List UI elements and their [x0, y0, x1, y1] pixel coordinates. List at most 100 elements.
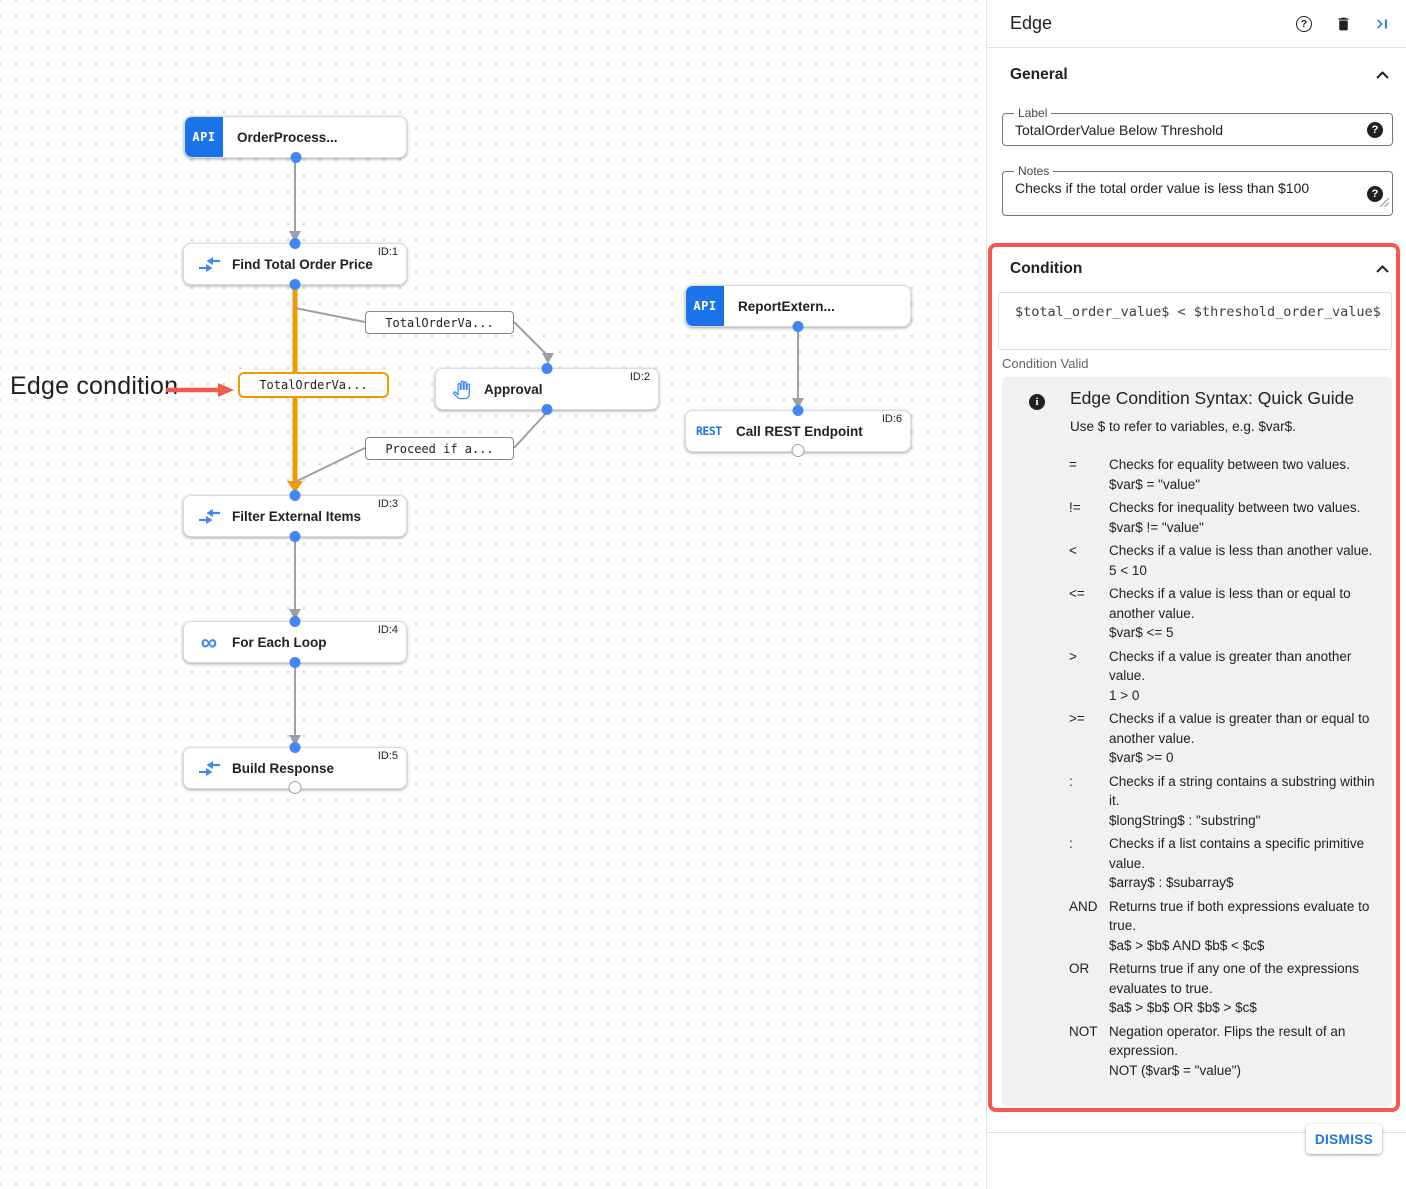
- node-find-total-order-price[interactable]: Find Total Order Price ID:1: [183, 238, 407, 290]
- node-id-badge: ID:5: [377, 750, 398, 762]
- section-condition-header[interactable]: Condition: [1010, 260, 1389, 278]
- node-label: Filter External Items: [232, 508, 362, 524]
- guide-row-description: Checks if a string contains a substring …: [1109, 773, 1375, 809]
- guide-row: <=Checks if a value is less than or equa…: [1002, 584, 1388, 643]
- edge-handle[interactable]: [289, 657, 301, 668]
- condition-input[interactable]: $total_order_value$ < $threshold_order_v…: [998, 292, 1392, 350]
- guide-row-description: Checks if a list contains a specific pri…: [1109, 836, 1365, 871]
- edge-handle[interactable]: [541, 363, 553, 374]
- dismiss-button[interactable]: DISMISS: [1306, 1124, 1382, 1154]
- guide-row-operator: :: [1069, 773, 1073, 789]
- label-field-value[interactable]: TotalOrderValue Below Threshold: [1015, 122, 1224, 138]
- edge-handle[interactable]: [289, 490, 301, 501]
- node-id-badge: ID:1: [377, 246, 398, 258]
- label-field[interactable]: Label TotalOrderValue Below Threshold ?: [1002, 106, 1393, 146]
- condition-status: Condition Valid: [1002, 356, 1089, 371]
- node-label: Call REST Endpoint: [736, 423, 863, 439]
- guide-row-example: NOT ($var$ = "value"): [1109, 1062, 1242, 1078]
- collapse-panel-icon[interactable]: [1372, 14, 1392, 34]
- info-icon: i: [1029, 394, 1045, 410]
- guide-row: AND Returns true if both expressions eval…: [1002, 897, 1388, 956]
- guide-row-operator: <: [1069, 543, 1077, 558]
- guide-row: <Checks if a value is less than another …: [1002, 541, 1388, 580]
- guide-row-example: $array$ : $subarray$: [1109, 875, 1234, 890]
- edge-terminal[interactable]: [791, 444, 805, 457]
- label-help-badge[interactable]: ?: [1367, 122, 1383, 138]
- guide-row: : Checks if a string contains a substring…: [1002, 772, 1388, 831]
- api-trigger-icon: API: [686, 286, 724, 326]
- chevron-up-icon[interactable]: [1376, 260, 1389, 278]
- node-report-extern-trigger[interactable]: API ReportExtern...: [685, 285, 911, 332]
- guide-row-example: $var$ != "value": [1109, 519, 1204, 535]
- node-call-rest-endpoint[interactable]: REST Call REST Endpoint ID:6: [685, 405, 911, 457]
- guide-row-operator: AND: [1069, 898, 1098, 914]
- guide-row-description: Returns true if both expressions evaluat…: [1109, 898, 1370, 934]
- edge-handle[interactable]: [290, 152, 301, 163]
- edge-label-proceed[interactable]: Proceed if a...: [365, 437, 514, 460]
- guide-row-description: Checks for inequality between two values…: [1109, 500, 1361, 515]
- guide-row-description: Returns true if any one of the expressio…: [1109, 961, 1359, 996]
- node-approval[interactable]: Approval ID:2: [435, 363, 659, 415]
- edge-handle[interactable]: [792, 405, 804, 416]
- node-id-badge: ID:4: [377, 624, 398, 636]
- data-mapping-icon: [196, 760, 222, 776]
- guide-row-description: Checks for equality between two values.: [1109, 457, 1350, 472]
- edge-handle[interactable]: [289, 742, 301, 753]
- edge-handle[interactable]: [792, 321, 804, 332]
- node-label: OrderProcess...: [237, 129, 338, 145]
- node-label: Approval: [484, 381, 543, 397]
- notes-help-badge[interactable]: ?: [1367, 186, 1383, 202]
- edge-label-totalordervalue-selected[interactable]: TotalOrderVa...: [238, 372, 389, 398]
- guide-row: !=Checks for inequality between two valu…: [1002, 498, 1388, 537]
- node-label: For Each Loop: [232, 634, 327, 650]
- node-build-response[interactable]: Build Response ID:5: [183, 742, 407, 794]
- guide-row-operator: <=: [1069, 586, 1085, 601]
- guide-row: >=Checks if a value is greater than or e…: [1002, 709, 1388, 768]
- edge-config-panel: Edge ? General Label TotalOrderValue Bel…: [986, 0, 1406, 1189]
- rest-icon: REST: [696, 424, 722, 438]
- node-filter-external-items[interactable]: Filter External Items ID:3: [183, 490, 407, 542]
- workflow-canvas[interactable]: API OrderProcess... Find Total Order Pri…: [0, 0, 978, 1189]
- guide-row: >Checks if a value is greater than anoth…: [1002, 647, 1388, 706]
- guide-row-operator: :: [1069, 836, 1073, 851]
- guide-row: : Checks if a list contains a specific pr…: [1002, 834, 1388, 893]
- edge-handle[interactable]: [289, 279, 301, 290]
- guide-row-description: Negation operator. Flips the result of a…: [1109, 1023, 1346, 1059]
- help-icon[interactable]: ?: [1294, 14, 1314, 34]
- panel-title: Edge: [1010, 13, 1053, 33]
- section-general-title: General: [1010, 66, 1068, 83]
- guide-row-description: Checks if a value is greater than anothe…: [1109, 648, 1352, 684]
- approval-hand-icon: [448, 379, 474, 400]
- notes-field[interactable]: Notes Checks if the total order value is…: [1002, 164, 1393, 216]
- notes-field-value[interactable]: Checks if the total order value is less …: [1015, 180, 1310, 196]
- edge-handle[interactable]: [289, 531, 301, 542]
- guide-row-operator: OR: [1069, 961, 1090, 976]
- resize-grip-icon[interactable]: [1379, 194, 1390, 212]
- guide-row-operator: =: [1069, 457, 1077, 472]
- edge-terminal[interactable]: [288, 781, 302, 794]
- edge-label-totalordervalue-top[interactable]: TotalOrderVa...: [365, 311, 514, 334]
- edge-handle[interactable]: [289, 238, 301, 249]
- guide-row-example: $var$ >= 0: [1109, 750, 1174, 765]
- delete-icon[interactable]: [1333, 14, 1353, 34]
- guide-row-example: 5 < 10: [1109, 562, 1147, 578]
- node-id-badge: ID:3: [377, 498, 398, 510]
- guide-title: Edge Condition Syntax: Quick Guide: [1070, 388, 1355, 408]
- condition-expression[interactable]: $total_order_value$ < $threshold_order_v…: [1015, 304, 1381, 320]
- guide-row-example: $a$ > $b$ AND $b$ < $c$: [1109, 937, 1265, 953]
- guide-row-operator: >=: [1069, 711, 1085, 726]
- edge-handle[interactable]: [541, 404, 553, 415]
- node-for-each-loop[interactable]: ∞ For Each Loop ID:4: [183, 616, 407, 668]
- guide-rows: = Checks for equality between two values.…: [1002, 455, 1388, 1084]
- section-general-header[interactable]: General: [1010, 66, 1389, 84]
- condition-syntax-guide: i Edge Condition Syntax: Quick Guide Use…: [1002, 377, 1392, 1106]
- label-field-label: Label: [1014, 106, 1052, 120]
- guide-row: = Checks for equality between two values.…: [1002, 455, 1388, 494]
- node-order-process-trigger[interactable]: API OrderProcess...: [184, 116, 407, 163]
- node-label: Build Response: [232, 760, 335, 776]
- chevron-up-icon[interactable]: [1376, 66, 1389, 84]
- edge-handle[interactable]: [289, 616, 301, 627]
- section-condition-title: Condition: [1010, 260, 1083, 277]
- guide-subtitle: Use $ to refer to variables, e.g. $var$.: [1070, 419, 1296, 434]
